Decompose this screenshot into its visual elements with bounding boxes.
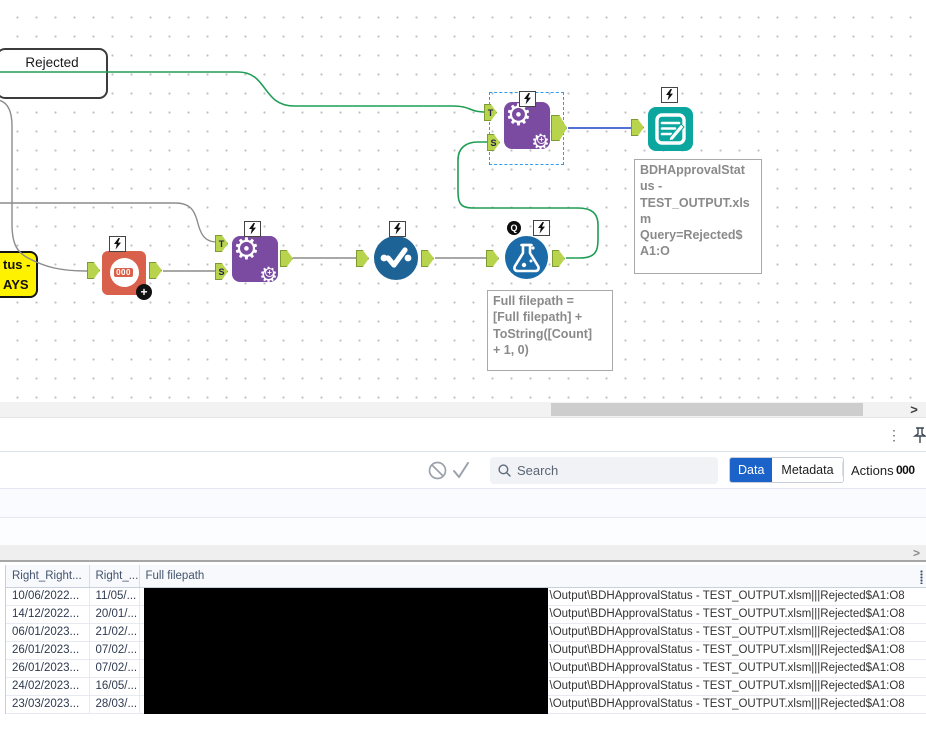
search-input[interactable] (517, 463, 697, 478)
table-cell-c2[interactable]: 07/02/... (89, 659, 140, 678)
table-cell-c1[interactable]: 23/03/2023... (6, 695, 90, 714)
formula-tool[interactable] (505, 236, 548, 279)
actions-more-badge[interactable]: 000 (896, 463, 915, 477)
record-id-counter: 000 (113, 267, 134, 278)
column-header-1[interactable]: Right_Right... (6, 565, 90, 588)
scrollbar-thumb[interactable] (551, 403, 863, 416)
table-cell-c2[interactable]: 11/05/... (89, 587, 140, 606)
rejected-container-box[interactable]: Rejected (0, 48, 108, 99)
table-cell-c2[interactable]: 07/02/... (89, 641, 140, 660)
connection-gray-to-recordid[interactable] (0, 99, 88, 272)
gear-plus-icon: + (537, 135, 546, 144)
output-tool-annotation[interactable]: BDHApprovalStat us - TEST_OUTPUT.xls m Q… (634, 159, 762, 274)
apply-check-icon[interactable] (450, 459, 472, 486)
actions-label[interactable]: Actions (851, 463, 894, 478)
record-id-tool[interactable]: 000 + (102, 251, 152, 300)
column-header-3[interactable]: Full filepath (139, 565, 926, 588)
workflow-canvas[interactable]: Rejected tus - AYS 000 + ⚙ (0, 0, 926, 402)
checkmark-icon (380, 247, 412, 268)
table-cell-c1[interactable]: 06/01/2023... (6, 623, 90, 642)
results-panel-header: ⋮ (0, 417, 926, 452)
table-cell-c1[interactable]: 14/12/2022... (6, 605, 90, 624)
table-header-row: Right_Right...Right_...Full filepath (6, 565, 926, 588)
lightning-anchor-icon (661, 87, 678, 103)
yellow-annotation-note[interactable]: tus - AYS (0, 251, 38, 298)
lightning-anchor-icon (389, 221, 406, 237)
macro1-output-anchor[interactable] (280, 250, 293, 267)
search-icon (498, 464, 511, 477)
lightning-anchor-icon (109, 236, 126, 252)
table-cell-c1[interactable]: 26/01/2023... (6, 641, 90, 660)
no-filter-icon[interactable] (428, 461, 447, 485)
macro1-s-anchor[interactable]: S (215, 263, 228, 280)
results-toolbar: Data Metadata | Actions 000 (0, 452, 926, 489)
macro2-t-anchor[interactable]: T (484, 104, 497, 121)
recordid-input-anchor[interactable] (87, 262, 100, 279)
pin-icon[interactable] (910, 426, 926, 450)
output-document-icon (655, 113, 686, 145)
table-cell-c2[interactable]: 16/05/... (89, 677, 140, 696)
macro-tool-2-selected[interactable]: ⚙ ⚙ + (504, 99, 550, 154)
redaction-block (144, 588, 548, 714)
data-metadata-toggle: Data Metadata (729, 457, 844, 483)
yellow-note-line2: AYS (3, 276, 29, 292)
canvas-horizontal-scrollbar[interactable]: > (0, 402, 926, 417)
connection-layer (0, 71, 631, 272)
table-cell-c2[interactable]: 28/03/... (89, 695, 140, 714)
output-input-anchor[interactable] (631, 119, 644, 136)
lightning-anchor-icon (533, 220, 550, 236)
table-cell-c1[interactable]: 26/01/2023... (6, 659, 90, 678)
macro-tool-1[interactable]: ⚙ ⚙ + (232, 233, 278, 287)
column-header-2[interactable]: Right_... (89, 565, 140, 588)
lightning-anchor-icon (519, 91, 536, 107)
metadata-tab-button[interactable]: Metadata (772, 458, 843, 482)
select-input-anchor[interactable] (356, 250, 369, 267)
formula-tool-annotation[interactable]: Full filepath = [Full filepath] + ToStri… (487, 290, 613, 371)
output-data-tool[interactable] (648, 107, 693, 151)
scrollbar-right-arrow[interactable]: > (910, 402, 918, 417)
yellow-note-line1: tus - (3, 257, 31, 272)
macro1-t-anchor[interactable]: T (215, 235, 228, 252)
gear-icon: ⚙ (233, 233, 260, 266)
table-horizontal-scrollbar[interactable]: > (0, 545, 926, 562)
gear-plus-icon: + (265, 268, 274, 277)
formula-input-anchor[interactable] (486, 250, 499, 267)
macro2-output-anchor[interactable] (551, 115, 567, 141)
plus-badge-icon: + (136, 284, 152, 300)
formula-output-anchor[interactable] (552, 250, 565, 267)
table-scroll-right-arrow[interactable]: > (912, 546, 920, 560)
results-spacer-band (0, 518, 926, 545)
recordid-output-anchor[interactable] (149, 262, 162, 279)
table-cell-c2[interactable]: 20/01/... (89, 605, 140, 624)
table-cell-c1[interactable]: 10/06/2022... (6, 587, 90, 606)
lightning-anchor-icon (244, 221, 261, 237)
select-output-anchor[interactable] (421, 250, 434, 267)
flask-icon (513, 243, 540, 273)
data-tab-button[interactable]: Data (730, 458, 773, 482)
results-spacer-band (0, 489, 926, 518)
search-box[interactable] (490, 457, 718, 484)
header-grip-icon[interactable] (920, 570, 923, 584)
panel-menu-kebab-icon[interactable]: ⋮ (887, 427, 901, 443)
question-badge-icon: Q (507, 221, 521, 235)
toolbar-divider: | (841, 460, 845, 477)
table-cell-c1[interactable]: 24/02/2023... (6, 677, 90, 696)
results-data-grid: Right_Right...Right_...Full filepath 10/… (5, 565, 926, 714)
table-cell-c2[interactable]: 21/02/... (89, 623, 140, 642)
select-tool[interactable] (374, 236, 418, 280)
